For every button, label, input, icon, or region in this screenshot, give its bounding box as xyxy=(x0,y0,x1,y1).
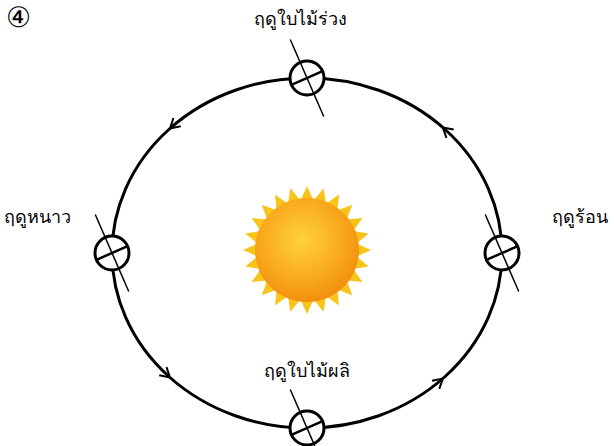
earth xyxy=(290,411,324,445)
orbit-arrow xyxy=(159,367,170,377)
earth-axis xyxy=(290,389,323,446)
season-label: ฤดูร้อน xyxy=(552,206,608,228)
orbit-arrow xyxy=(432,379,443,389)
earth-axis xyxy=(290,39,323,116)
sun-body xyxy=(255,198,359,302)
earth xyxy=(485,236,519,270)
equator-line xyxy=(291,71,322,85)
earth-axis xyxy=(485,214,518,291)
earth xyxy=(95,236,129,270)
earth xyxy=(290,61,324,95)
orbit-path xyxy=(112,78,502,428)
earth-axis xyxy=(95,214,128,291)
season-label: ฤดูหนาว xyxy=(4,206,71,228)
equator-line xyxy=(96,246,127,260)
orbit-arrows xyxy=(159,118,453,389)
season-label: ฤดูใบไม้ผลิ xyxy=(264,360,350,382)
sun xyxy=(243,186,371,314)
season-label: ฤดูใบไม้ร่วง xyxy=(254,8,347,30)
orbit-arrow xyxy=(443,127,454,137)
orbit-arrow xyxy=(170,118,181,128)
sun-rays xyxy=(243,186,371,314)
equator-line xyxy=(291,421,322,435)
figure-number: ④ xyxy=(6,4,31,32)
equator-line xyxy=(486,246,517,260)
earth-symbols xyxy=(95,39,519,446)
